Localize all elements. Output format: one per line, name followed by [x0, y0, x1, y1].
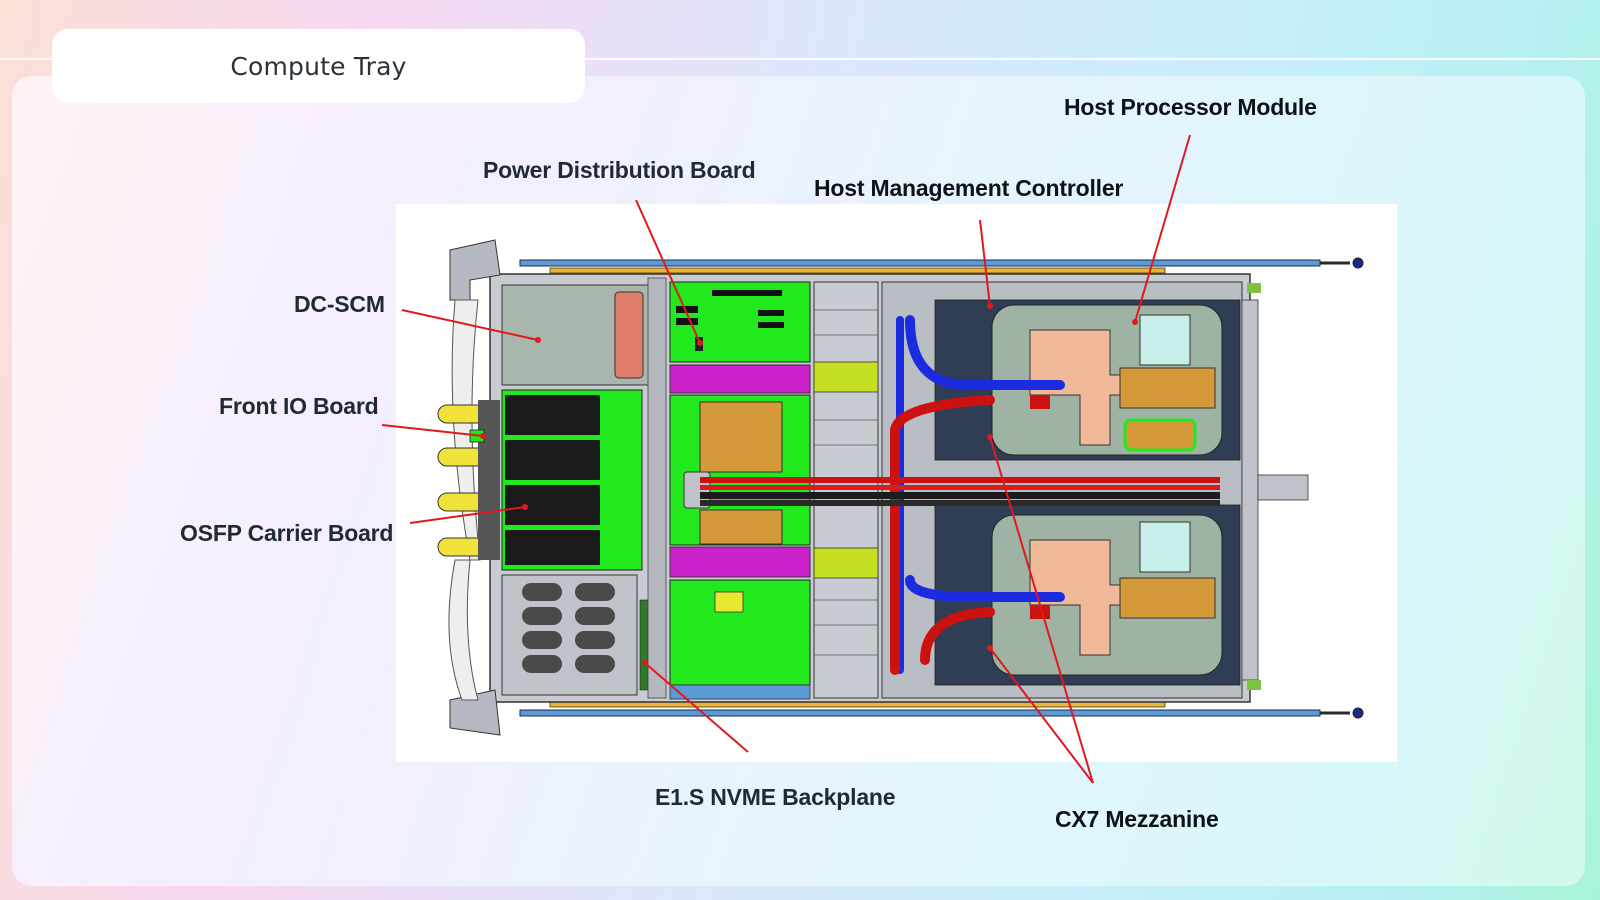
title-card: Compute Tray: [52, 29, 585, 103]
label-osfp-carrier-board: OSFP Carrier Board: [180, 520, 394, 546]
label-host-processor-module: Host Processor Module: [1064, 94, 1317, 120]
label-e1s-nvme-backplane: E1.S NVME Backplane: [655, 784, 896, 810]
label-front-io-board: Front IO Board: [219, 393, 379, 419]
label-cx7-mezzanine: CX7 Mezzanine: [1055, 806, 1219, 832]
label-host-management-controller: Host Management Controller: [814, 175, 1124, 201]
slide-title: Compute Tray: [230, 51, 407, 81]
diagram-canvas: [396, 204, 1397, 762]
label-dc-scm: DC-SCM: [294, 291, 385, 317]
header-divider: [0, 58, 1600, 60]
label-power-distribution-board: Power Distribution Board: [483, 157, 756, 183]
